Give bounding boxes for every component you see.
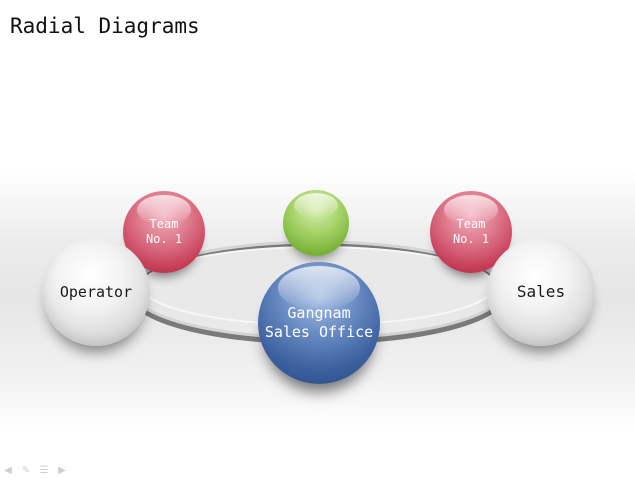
arrow-right-icon[interactable]: ▶ [58,465,66,476]
node-team-right-label: Team No. 1 [452,217,490,246]
node-operator-label: Operator [59,282,133,301]
node-sales[interactable]: Sales [487,238,595,346]
arrow-left-icon[interactable]: ◀ [4,465,12,476]
page-title: Radial Diagrams [10,14,200,38]
node-operator[interactable]: Operator [42,238,150,346]
menu-icon[interactable]: ☰ [39,465,49,476]
node-gangnam-sales-office[interactable]: Gangnam Sales Office [258,262,380,384]
slide-nav-icons: ◀ ✎ ☰ ▶ [2,466,68,476]
node-center-label: Gangnam Sales Office [264,304,374,341]
node-sales-label: Sales [516,282,566,301]
node-team-left-label: Team No. 1 [145,217,183,246]
pen-icon[interactable]: ✎ [21,465,31,476]
node-top-center[interactable] [283,190,349,256]
